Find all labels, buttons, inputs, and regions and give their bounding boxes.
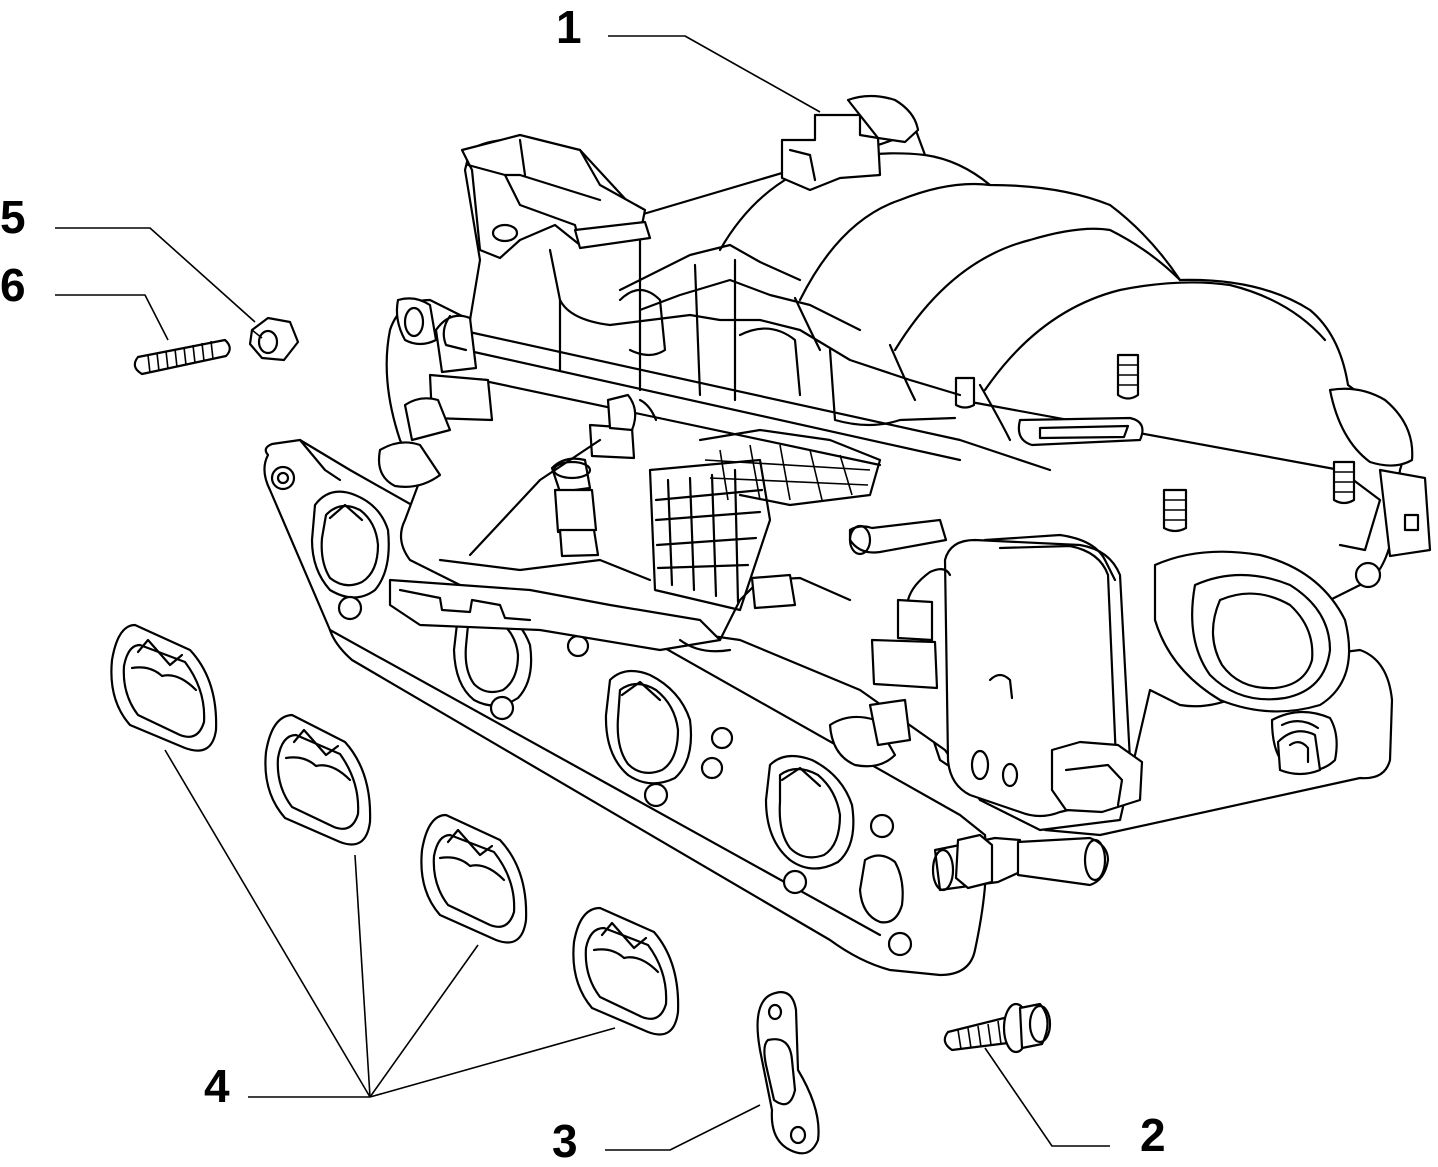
small-gasket-part-3: [756, 991, 820, 1155]
leader-line-4a: [164, 749, 371, 1098]
callout-label-2: 2: [1140, 1109, 1166, 1161]
leader-line-4d: [369, 1027, 616, 1098]
callout-label-6: 6: [0, 259, 26, 311]
leader-line-4c: [369, 944, 479, 1098]
callout-label-4: 4: [204, 1060, 230, 1112]
port-gasket-part-4-c: [420, 813, 528, 944]
leader-line-1: [608, 35, 821, 113]
leader-line-4b: [354, 854, 371, 1098]
callout-label-1: 1: [556, 1, 582, 53]
leader-lines: [55, 35, 1110, 1151]
callout-label-3: 3: [552, 1115, 578, 1167]
leader-line-5: [55, 227, 256, 323]
callout-label-5: 5: [0, 191, 26, 243]
stud-part-6: [133, 338, 231, 376]
nut-part-5: [248, 316, 300, 362]
flange-bolt-part-2: [943, 1002, 1052, 1054]
port-gasket-part-4-d: [572, 906, 680, 1036]
intake-manifold-part-1: [263, 94, 1432, 977]
leader-line-3: [605, 1104, 761, 1151]
port-gasket-part-4-a: [110, 623, 218, 752]
leader-line-6: [55, 294, 169, 341]
port-gasket-part-4-b: [264, 713, 372, 846]
leader-line-2: [984, 1047, 1110, 1147]
